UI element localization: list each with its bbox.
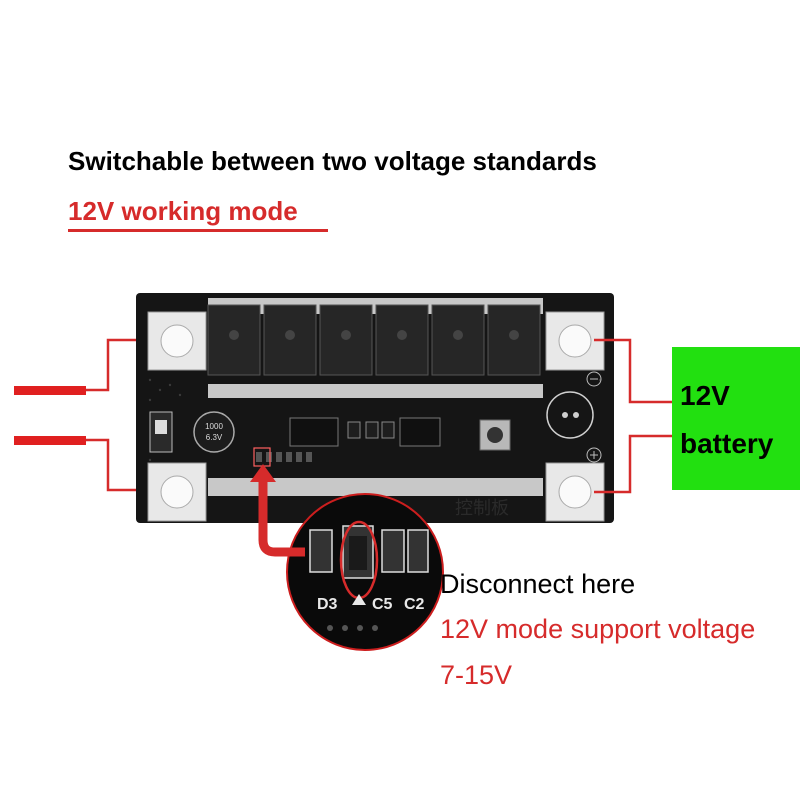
silkscreen-d3: D3 [317, 596, 338, 613]
capacitor-voltage: 6.3V [206, 433, 223, 442]
disconnect-note: Disconnect here [440, 569, 636, 599]
leader-line-negative [594, 338, 672, 404]
output-wire-bottom [14, 436, 86, 445]
capacitor: 1000 6.3V [193, 411, 235, 453]
main-title: Switchable between two voltage standards [68, 146, 597, 176]
callout-arrow-head-icon [250, 464, 276, 482]
battery-box [672, 347, 800, 490]
arrow-mark-icon [352, 594, 366, 605]
ic-chip-2 [399, 417, 441, 447]
silkscreen-c2: C2 [404, 596, 425, 613]
ic-chip [289, 417, 339, 447]
mode-subtitle: 12V working mode [68, 196, 298, 226]
output-wire-top [14, 386, 86, 395]
mode-underline [68, 229, 328, 232]
silkscreen-c5: C5 [372, 596, 393, 613]
battery-voltage: 12V [680, 380, 730, 411]
board-label: 控制板 [455, 498, 509, 519]
positive-mark [586, 447, 602, 463]
leader-line-positive [594, 434, 672, 494]
battery-label: battery [680, 428, 774, 459]
voltage-range-note: 7-15V [440, 660, 513, 690]
support-voltage-note: 12V mode support voltage [440, 614, 756, 644]
pcb-board: 1000 6.3V 控制板 [136, 293, 614, 523]
buzzer-outline [546, 391, 594, 439]
mosfet-row [207, 304, 541, 376]
callout-arrow-shaft [258, 478, 305, 557]
negative-mark [586, 371, 602, 387]
capacitor-value: 1000 [205, 422, 223, 431]
zoom-callout: D3 C5 C2 [286, 493, 444, 651]
